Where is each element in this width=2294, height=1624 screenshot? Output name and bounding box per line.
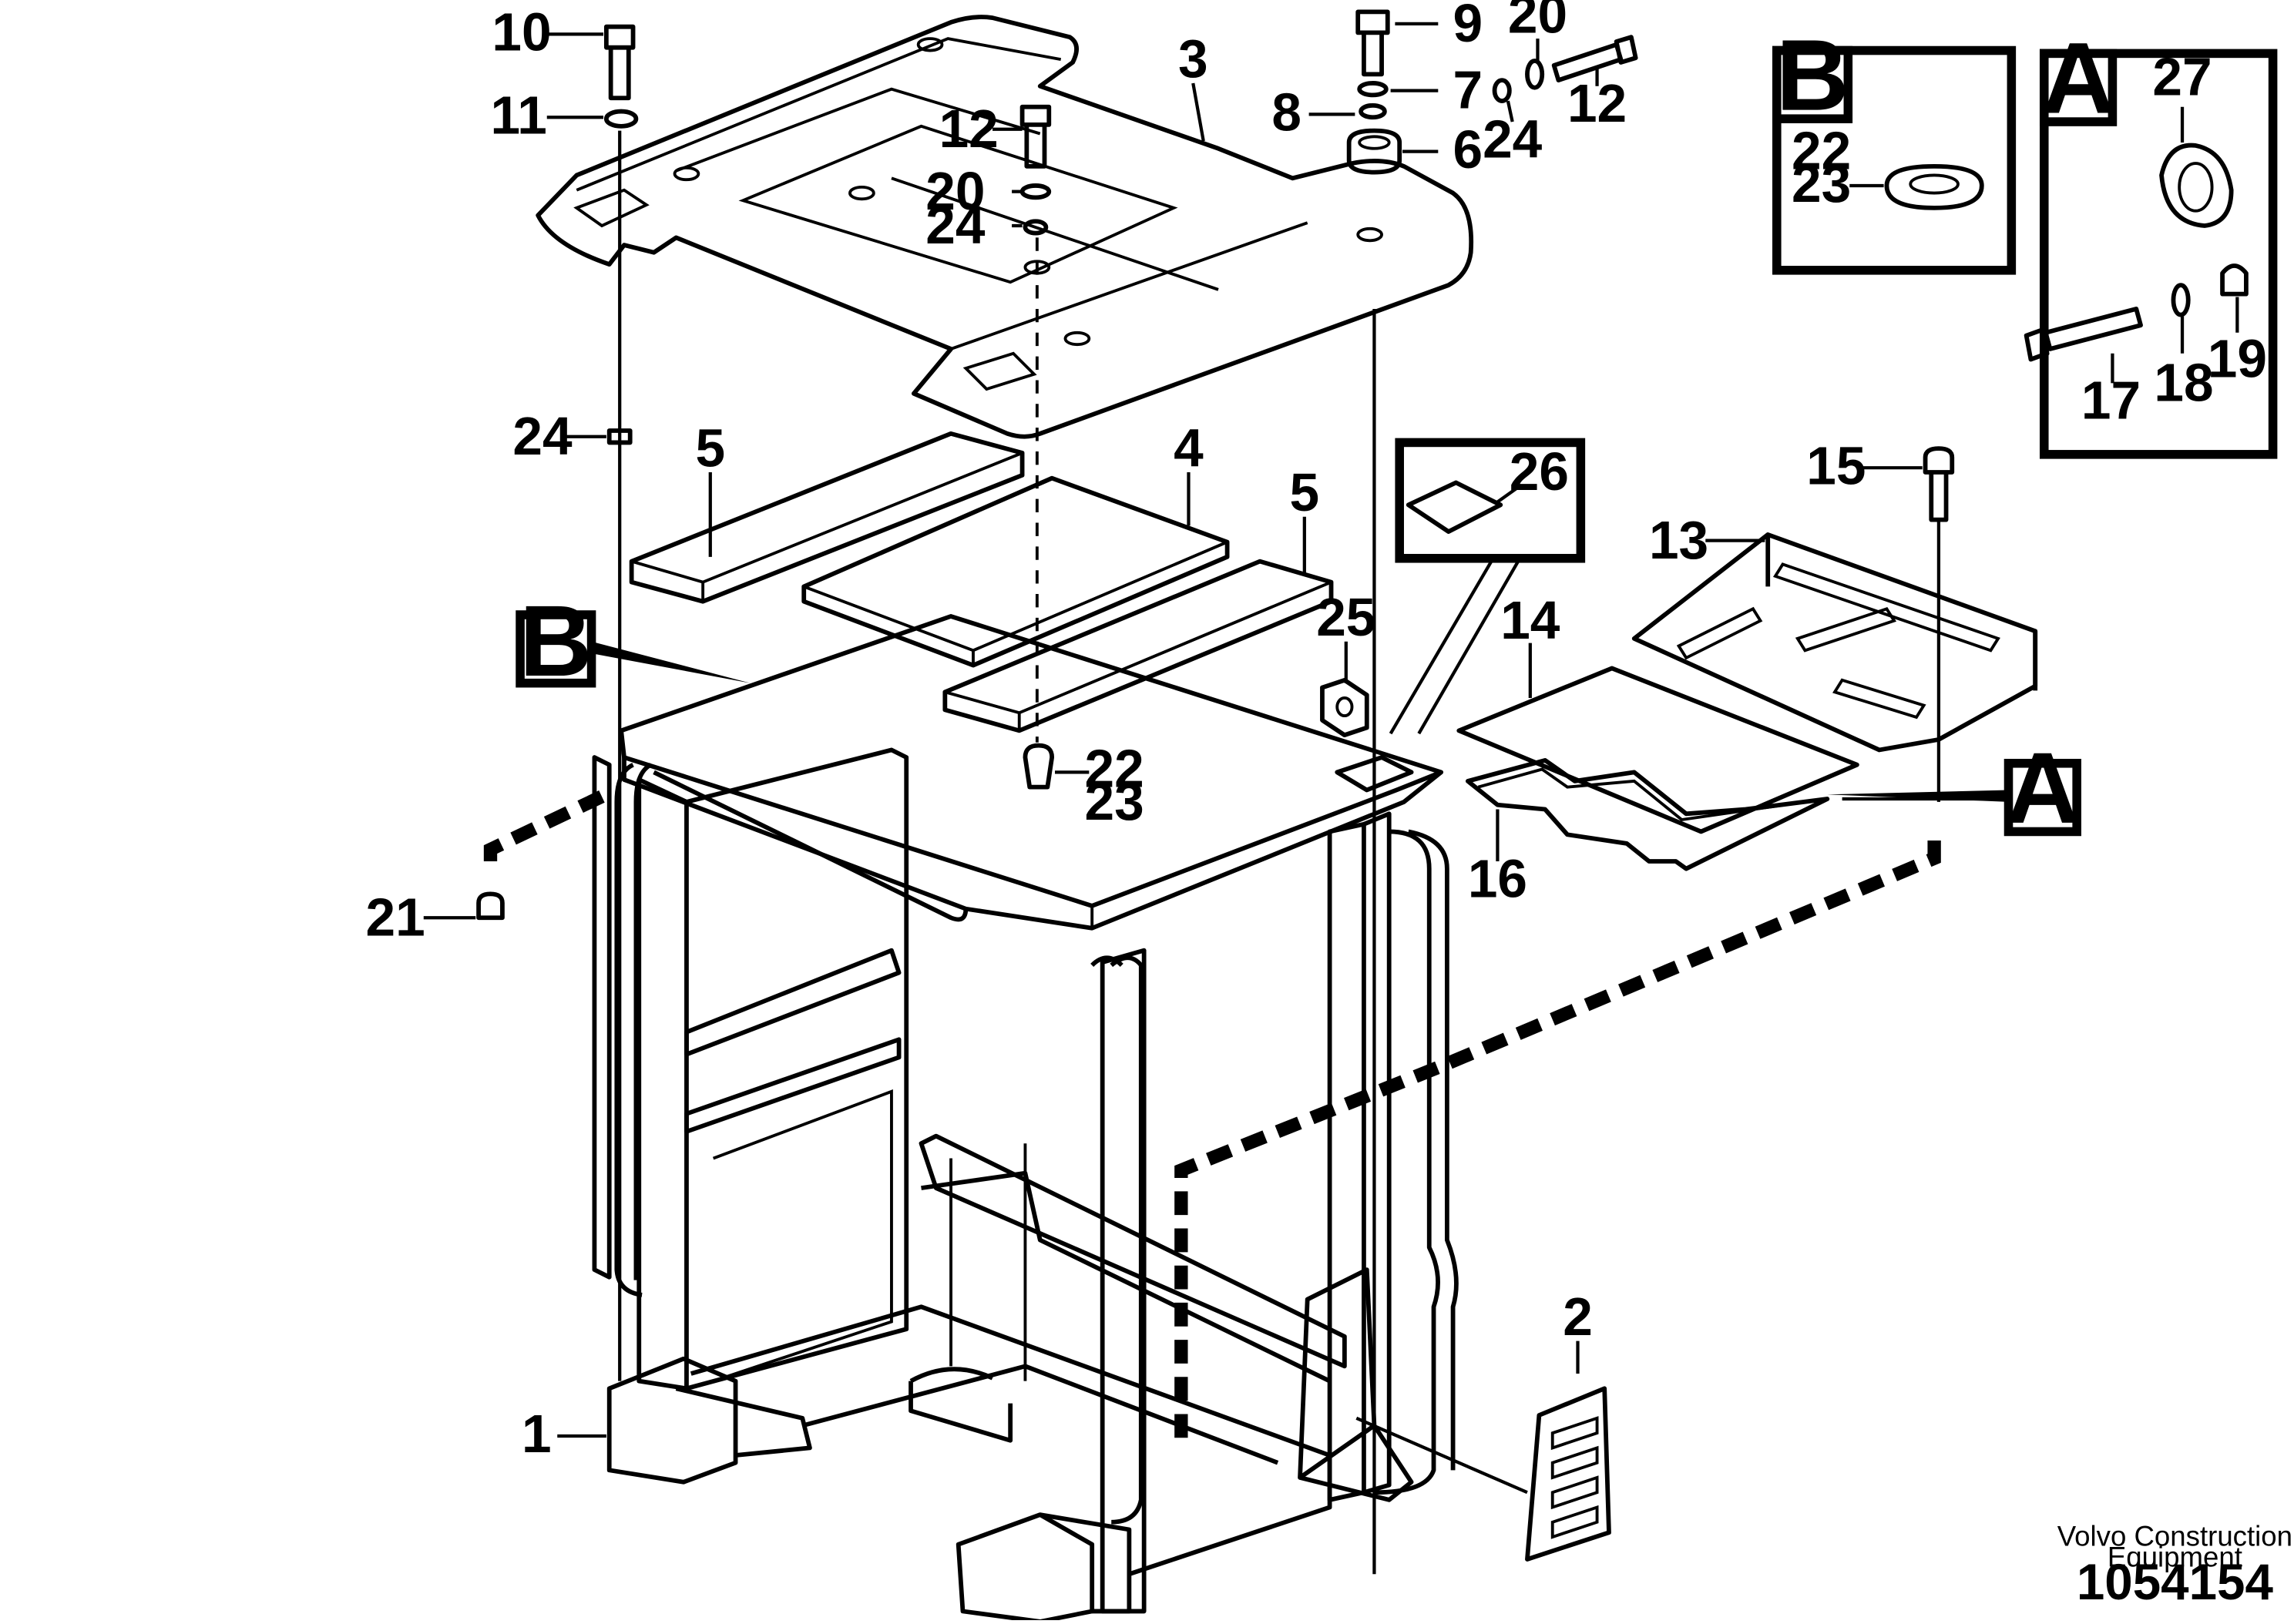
callout-numbers: 10 11 3 12 20 24 9 7 8 6 20 12 24 24 5 4… xyxy=(366,0,1866,1464)
detail-box-a: A 27 17 18 19 xyxy=(2024,21,2278,459)
callout-21: 21 xyxy=(366,887,425,947)
callout-12-mid: 12 xyxy=(939,99,999,159)
detail-ref-a-letter: A xyxy=(2007,731,2080,844)
detail-ref-a: A xyxy=(2003,731,2081,844)
callout-11: 11 xyxy=(490,85,546,145)
callout-14: 14 xyxy=(1500,590,1560,650)
detail-a-label-27: 27 xyxy=(2152,46,2212,106)
grommet-icon xyxy=(1884,163,1984,210)
brand-line-2: Equipment xyxy=(2108,1542,2242,1573)
bushing-icon xyxy=(2159,143,2234,228)
callout-25: 25 xyxy=(1316,587,1375,647)
callout-2: 2 xyxy=(1563,1287,1593,1347)
callout-20-mid: 20 xyxy=(925,161,985,221)
callout-20-top: 20 xyxy=(1508,0,1567,44)
callout-16: 16 xyxy=(1468,848,1527,908)
detail-b-label-22: 22 xyxy=(1792,121,1851,181)
nut-icon xyxy=(2220,263,2249,297)
detail-a-label-17: 17 xyxy=(2081,371,2141,431)
detail-b-letter: B xyxy=(1776,18,1849,132)
floor-plates xyxy=(1456,446,2038,1562)
assembly-lines xyxy=(483,130,1941,1575)
callout-22: 22 xyxy=(1085,739,1144,799)
detail-a-label-18: 18 xyxy=(2154,352,2213,412)
insulation-panels xyxy=(629,431,1334,733)
callout-24-left: 24 xyxy=(512,406,573,466)
callout-1: 1 xyxy=(522,1404,552,1464)
detail-a-label-19: 19 xyxy=(2208,329,2267,389)
callout-5-left: 5 xyxy=(695,418,725,478)
detail-inset-26: 26 xyxy=(1395,438,1586,563)
pad-icon xyxy=(1406,480,1503,534)
detail-ref-b-letter: B xyxy=(519,584,593,697)
title-block: Volvo Construction Equipment 1054154 xyxy=(2057,1521,2292,1610)
callout-12-top: 12 xyxy=(1567,73,1627,133)
callout-9: 9 xyxy=(1453,0,1483,53)
callout-10: 10 xyxy=(492,2,551,62)
roof-panel xyxy=(536,15,1474,439)
detail-ref-b: B xyxy=(516,584,596,697)
callout-7: 7 xyxy=(1453,60,1483,120)
callout-8: 8 xyxy=(1271,82,1302,143)
bolt-icon xyxy=(2024,307,2143,362)
callout-23: 23 xyxy=(1085,771,1144,831)
detail-a-letter: A xyxy=(2042,21,2115,134)
callout-5-right: 5 xyxy=(1290,462,1320,522)
callout-15: 15 xyxy=(1806,435,1866,495)
callout-4: 4 xyxy=(1174,418,1204,478)
inset-label-26: 26 xyxy=(1510,441,1569,502)
detail-box-b: B 22 23 xyxy=(1772,18,2017,275)
callout-24-top: 24 xyxy=(1483,109,1543,169)
callout-13: 13 xyxy=(1649,510,1708,570)
callout-3: 3 xyxy=(1178,29,1208,89)
washer-icon xyxy=(2171,283,2191,317)
small-parts xyxy=(476,9,1638,921)
document-number: 1054154 xyxy=(2077,1554,2274,1610)
callout-6: 6 xyxy=(1453,119,1483,180)
callout-24-mid: 24 xyxy=(925,195,986,255)
brand-line-1: Volvo Construction xyxy=(2057,1521,2292,1552)
detail-b-label-23: 23 xyxy=(1792,153,1851,213)
